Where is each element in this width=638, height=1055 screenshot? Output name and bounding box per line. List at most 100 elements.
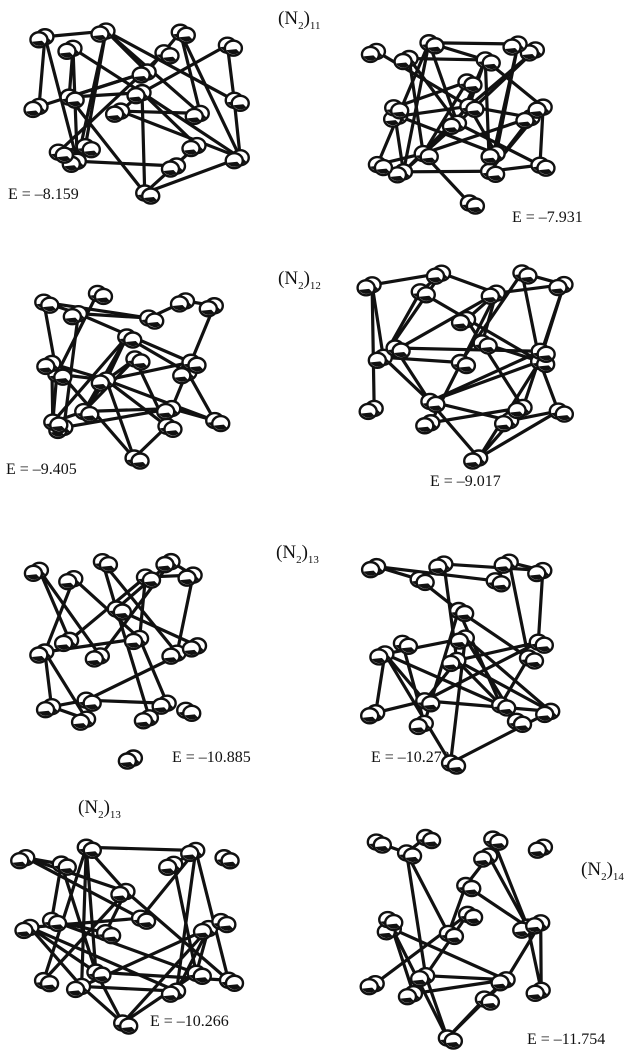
bond-19: [421, 115, 533, 156]
bond-14: [455, 658, 503, 707]
nitrogen-atom-10: [457, 905, 484, 927]
bond-3: [42, 300, 151, 320]
nitrogen-atom-8: [47, 365, 73, 386]
nitrogen-atom-4: [415, 828, 442, 850]
bond-32: [464, 317, 525, 410]
nitrogen-atom-6: [518, 649, 545, 670]
bond-15: [455, 658, 553, 713]
nitrogen-atom-15: [409, 966, 436, 988]
nitrogen-atom-17: [530, 156, 556, 177]
nitrogen-atom-19: [457, 73, 483, 94]
bond-25: [140, 91, 242, 160]
nitrogen-atom-3: [29, 28, 55, 49]
bond-8: [37, 568, 72, 642]
nitrogen-atom-11: [224, 91, 250, 113]
bond-0: [487, 854, 530, 929]
nitrogen-atom-4: [419, 34, 445, 55]
bond-9: [55, 291, 100, 376]
bond-14: [194, 848, 231, 982]
bond-26: [392, 80, 469, 110]
energy-label-2: E = –7.931: [512, 209, 583, 226]
bond-29: [457, 608, 503, 707]
bond-15: [178, 30, 242, 160]
nitrogen-atom-2: [51, 855, 77, 876]
cluster-label-n2-13-top: (N2)13: [276, 542, 319, 566]
energy-label-1: E = –8.159: [8, 186, 79, 203]
nitrogen-atom-3: [360, 42, 387, 64]
bond-24: [397, 114, 498, 156]
cluster-label-n2-11: (N2)11: [278, 8, 321, 32]
nitrogen-atom-15: [76, 691, 102, 712]
nitrogen-atom-13: [70, 710, 97, 731]
nitrogen-atom-18: [135, 184, 161, 205]
nitrogen-atom-7: [441, 114, 468, 135]
bond-20: [383, 652, 453, 765]
bond-24: [140, 91, 199, 148]
bond-17: [458, 271, 524, 365]
nitrogen-atom-13: [65, 977, 92, 999]
nitrogen-atom-10: [130, 909, 157, 930]
nitrogen-atom-15: [74, 402, 100, 424]
bond-26: [428, 349, 542, 404]
bond-0: [442, 562, 545, 573]
bond-12: [455, 640, 540, 663]
nitrogen-atom-1: [480, 284, 507, 305]
nitrogen-atom-9: [385, 339, 411, 360]
bond-12: [138, 848, 198, 920]
nitrogen-atom-11: [181, 637, 208, 658]
bond-4: [71, 46, 144, 95]
bond-15: [43, 650, 54, 709]
nitrogen-atom-19: [131, 63, 157, 84]
bond-10: [84, 845, 98, 974]
nitrogen-atom-16: [156, 399, 182, 421]
nitrogen-atom-13: [397, 984, 424, 1006]
bond-25: [423, 640, 540, 703]
nitrogen-atom-7: [441, 651, 467, 673]
bond-13: [370, 283, 385, 359]
nitrogen-atom-0: [198, 297, 224, 318]
nitrogen-atom-1: [139, 309, 165, 330]
bond-22: [381, 355, 462, 365]
nitrogen-atom-7: [95, 923, 122, 945]
cluster-label-n2-13-bottom: (N2)13: [78, 797, 121, 821]
nitrogen-atom-16: [507, 398, 533, 420]
nitrogen-atom-12: [157, 417, 183, 438]
nitrogen-atom-8: [23, 97, 49, 119]
nitrogen-atom-10: [449, 629, 476, 650]
nitrogen-atom-17: [176, 701, 202, 723]
bond-2: [536, 568, 545, 644]
nitrogen-atom-19: [117, 328, 143, 349]
bond-29: [41, 889, 128, 983]
cluster-label-n2-12: (N2)12: [278, 268, 321, 292]
bond-2: [175, 573, 195, 655]
nitrogen-atom-12: [160, 982, 187, 1003]
bond-24: [28, 925, 84, 989]
bond-3: [49, 862, 63, 923]
nitrogen-atom-18: [113, 1014, 139, 1035]
nitrogen-atom-15: [415, 692, 441, 713]
nitrogen-atom-18: [440, 754, 467, 775]
nitrogen-atom-14: [358, 399, 384, 421]
nitrogen-atom-4: [87, 284, 114, 306]
bond-23: [463, 636, 553, 713]
nitrogen-atom-16: [181, 136, 207, 158]
bond-13: [401, 41, 431, 174]
bond-25: [28, 925, 98, 974]
bond-33: [477, 409, 560, 460]
nitrogen-atom-4: [76, 838, 103, 859]
nitrogen-atom-7: [84, 647, 111, 668]
nitrogen-atom-7: [450, 353, 477, 375]
bond-16: [137, 636, 169, 705]
nitrogen-atom-5: [180, 841, 206, 863]
bond-31: [401, 169, 492, 174]
nitrogen-atom-17: [525, 981, 551, 1002]
nitrogen-atom-3: [366, 833, 393, 854]
nitrogen-atom-11: [527, 98, 553, 119]
nitrogen-atom-3: [356, 276, 382, 297]
nitrogen-atom-14: [367, 155, 394, 177]
nitrogen-atom-7: [438, 924, 465, 946]
bond-7: [526, 925, 543, 992]
nitrogen-atom-6: [192, 919, 219, 941]
nitrogen-atom-17: [535, 702, 561, 724]
nitrogen-atom-5: [169, 292, 196, 313]
